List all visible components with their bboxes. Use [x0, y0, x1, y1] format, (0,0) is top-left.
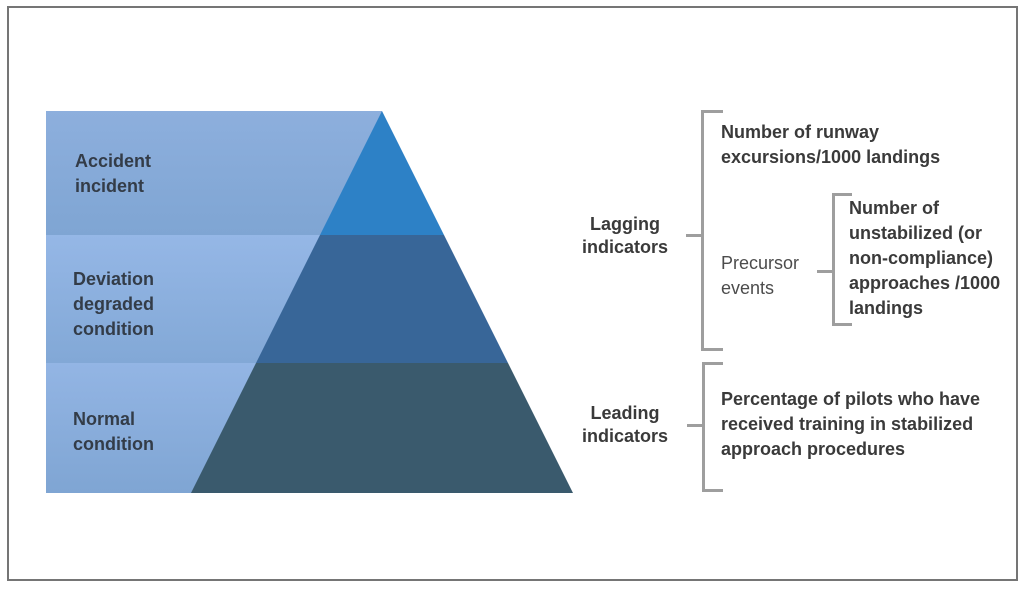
figure-frame: Accident incident Deviation degraded con… — [7, 6, 1018, 581]
pyramid-slice-top — [320, 111, 444, 235]
pyramid-triangle — [191, 111, 573, 493]
lagging-bracket — [686, 110, 723, 351]
pyramid-slice-middle — [256, 235, 508, 363]
pyramid-slice-bottom — [191, 363, 573, 493]
precursor-bracket — [817, 193, 852, 326]
bracket-arm-icon — [704, 348, 723, 351]
leading-description: Percentage of pilots who have received t… — [721, 389, 981, 459]
bracket-stub-icon — [686, 234, 701, 237]
pyramid-level-1-label: Accident incident — [75, 151, 152, 196]
lagging-description: Number of runway excursions/1000 landing… — [721, 122, 941, 167]
lagging-indicators-label: Lagging indicators — [581, 214, 669, 257]
pyramid-level-3-label: Normal condition — [73, 409, 154, 454]
precursor-description: Number of unstabilized (or non-complianc… — [849, 198, 1001, 318]
leading-bracket — [687, 362, 723, 492]
pyramid-band-accident — [46, 111, 382, 235]
bracket-arm-icon — [835, 323, 852, 326]
precursor-events-label: Precursor events — [721, 253, 800, 298]
bracket-arm-icon — [705, 489, 723, 492]
bracket-arm-icon — [835, 193, 852, 196]
bracket-stub-icon — [817, 270, 832, 273]
bracket-arm-icon — [704, 110, 723, 113]
bracket-stub-icon — [687, 424, 702, 427]
leading-indicators-label: Leading indicators — [581, 403, 669, 446]
pyramid-diagram: Accident incident Deviation degraded con… — [46, 111, 573, 493]
pyramid-level-2-label: Deviation degraded condition — [73, 269, 155, 339]
bracket-arm-icon — [705, 362, 723, 365]
